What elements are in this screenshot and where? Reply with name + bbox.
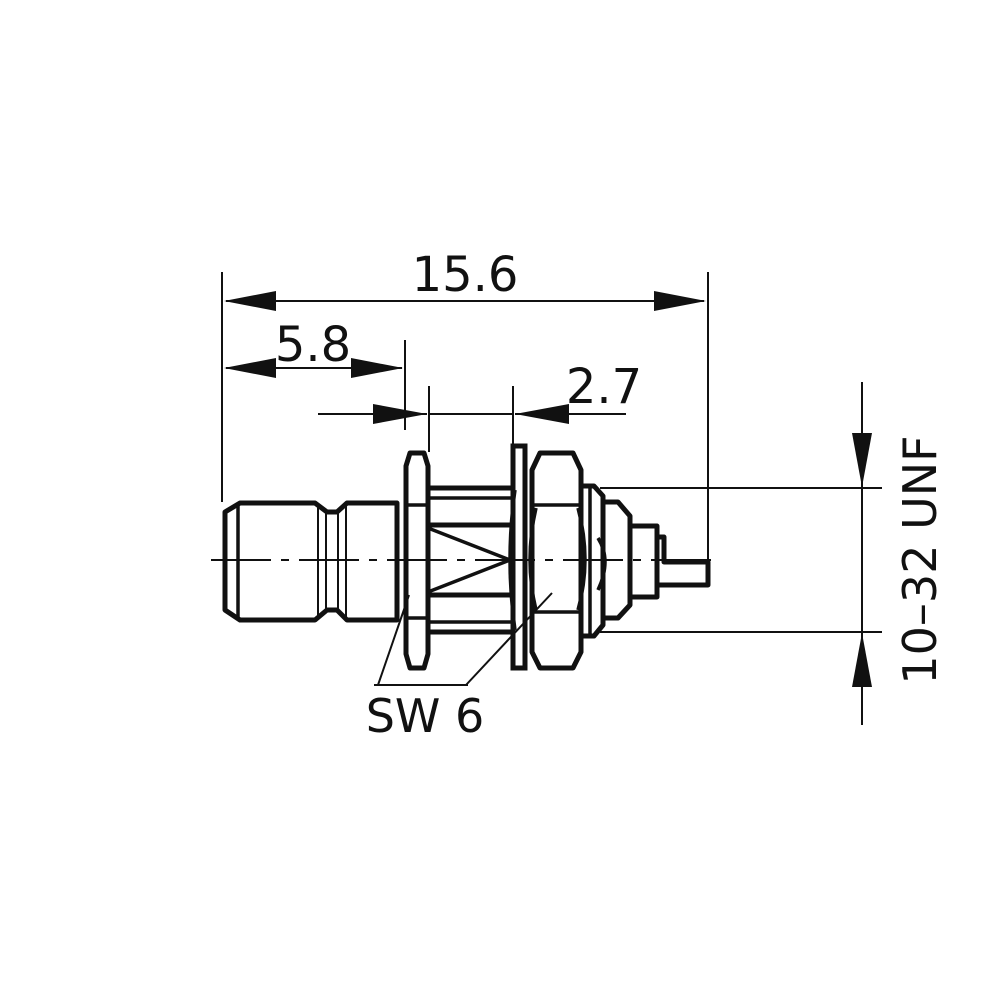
label-sw6: SW 6 (366, 689, 485, 743)
dim-label-15-6: 15.6 (412, 247, 519, 303)
dim-label-thread: 10–32 UNF (893, 435, 947, 684)
dim-label-5-8: 5.8 (275, 317, 351, 373)
dimension-thread: 10–32 UNF (852, 382, 947, 725)
dimension-front-length: 5.8 (224, 317, 403, 378)
dim-label-2-7: 2.7 (566, 359, 642, 415)
dimension-overall-length: 15.6 (224, 247, 706, 311)
connector-body (222, 443, 711, 671)
dimension-panel-thickness: 2.7 (318, 359, 642, 424)
wrench-size-callout: SW 6 (366, 592, 553, 743)
extension-lines (221, 272, 882, 633)
